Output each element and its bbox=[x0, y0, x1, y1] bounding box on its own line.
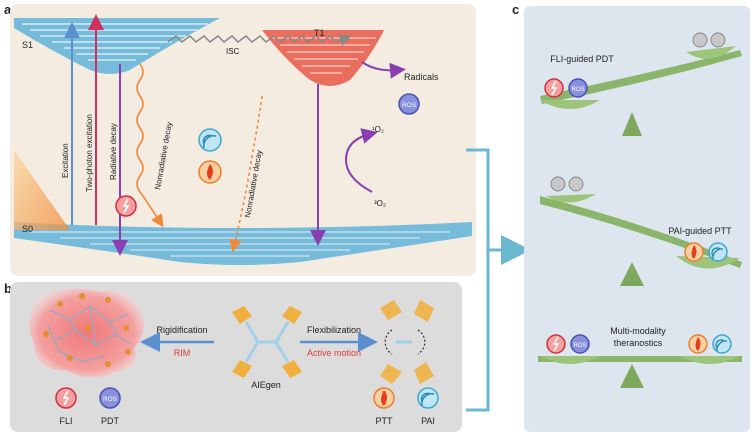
s1-label: S1 bbox=[22, 40, 33, 50]
radiative-decay-label: Radiative decay bbox=[109, 123, 118, 180]
pai-guided-ptt-label: PAI-guided PTT bbox=[668, 226, 732, 236]
seesaw1-ros-icon: ROS bbox=[568, 78, 588, 98]
fli-icon bbox=[55, 387, 77, 409]
active-motion-molecule bbox=[380, 300, 434, 384]
aiegen-molecule bbox=[232, 306, 302, 378]
t1-energy-well bbox=[262, 30, 384, 86]
svg-text:ROS: ROS bbox=[103, 396, 118, 403]
seesaw2-gray-icon-2 bbox=[568, 176, 584, 192]
rim-label: RIM bbox=[174, 348, 191, 358]
ros-icon: ROS bbox=[398, 93, 420, 115]
radicals-label: Radicals bbox=[404, 72, 439, 82]
seesaw-pai-guided-ptt bbox=[540, 176, 742, 286]
svg-text:ROS: ROS bbox=[573, 343, 586, 349]
seesaw-fli-guided-pdt: ROS bbox=[540, 32, 742, 136]
flexibilization-label: Flexibilization bbox=[307, 325, 361, 335]
singlet-oxygen-label: ¹O₂ bbox=[372, 125, 384, 134]
pai-icon bbox=[417, 387, 439, 409]
fluorescence-icon bbox=[115, 195, 137, 217]
s0-label: S0 bbox=[22, 224, 33, 234]
seesaw2-pai-icon bbox=[708, 242, 728, 262]
fli-guided-pdt-label: FLI-guided PDT bbox=[550, 54, 614, 64]
fli-label: FLI bbox=[59, 416, 72, 426]
ptt-label: PTT bbox=[376, 416, 394, 426]
seesaw1-gray-icon-1 bbox=[692, 32, 708, 48]
seesaw3-pai-icon bbox=[712, 334, 732, 354]
panel-c-background bbox=[524, 6, 750, 432]
seesaw1-fli-icon bbox=[544, 78, 564, 98]
heat-icon bbox=[198, 160, 222, 184]
seesaw-multi-modality: ROS bbox=[538, 334, 742, 388]
triplet-oxygen-label: ³O₂ bbox=[374, 199, 386, 208]
pai-label: PAI bbox=[421, 416, 435, 426]
two-photon-label: Two-photon excitation bbox=[85, 114, 94, 192]
excitation-label: Excitation bbox=[61, 143, 70, 178]
ptt-heat-icon bbox=[373, 387, 395, 409]
svg-text:ROS: ROS bbox=[402, 102, 417, 109]
radicals-arrow bbox=[361, 61, 406, 79]
seesaw2-gray-icon-1 bbox=[550, 176, 566, 192]
panel-c-letter: c bbox=[512, 2, 520, 17]
seesaw3-fli-icon bbox=[546, 334, 566, 354]
multi-modality-label-line1: Multi-modality bbox=[610, 326, 666, 336]
seesaw2-ptt-icon bbox=[684, 242, 704, 262]
t1-label: T1 bbox=[314, 28, 325, 38]
nonradiative-decay-arrow-1 bbox=[136, 63, 164, 228]
light-beam bbox=[14, 150, 70, 230]
aiegen-label: AIEgen bbox=[251, 380, 281, 390]
nonradiative-decay-arrow-2 bbox=[229, 95, 263, 253]
pdt-ros-icon: ROS bbox=[99, 387, 121, 409]
svg-text:ROS: ROS bbox=[571, 87, 584, 93]
seesaw3-ros-icon: ROS bbox=[570, 334, 590, 354]
panel-a-letter: a bbox=[4, 2, 12, 17]
photoacoustic-icon bbox=[198, 128, 222, 152]
active-motion-label: Active motion bbox=[307, 348, 361, 358]
seesaw3-ptt-icon bbox=[688, 334, 708, 354]
rigidification-label: Rigidification bbox=[156, 325, 207, 335]
isc-arrow bbox=[167, 34, 352, 46]
multi-modality-label-line2: theranostics bbox=[614, 338, 663, 348]
oxygen-conversion-arrow bbox=[344, 128, 378, 193]
panel-b-letter: b bbox=[4, 281, 12, 296]
isc-label: ISC bbox=[226, 47, 240, 56]
pdt-label: PDT bbox=[101, 416, 120, 426]
aggregate-network bbox=[29, 288, 144, 378]
seesaw1-gray-icon-2 bbox=[710, 32, 726, 48]
